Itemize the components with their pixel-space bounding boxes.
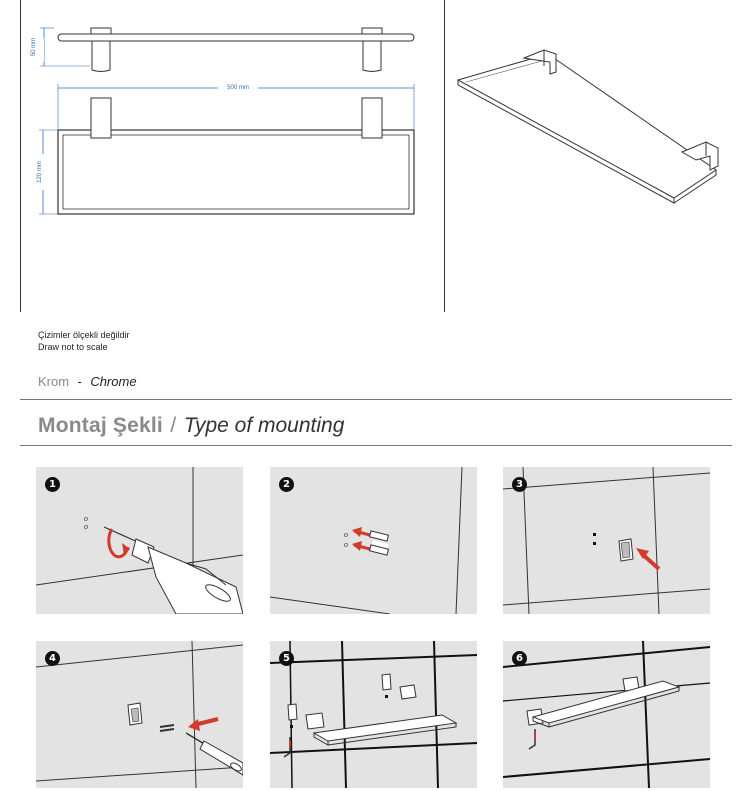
drill-icon: o o: [36, 467, 243, 614]
step-6-badge: 6: [512, 651, 527, 666]
finish-separator: -: [77, 374, 82, 389]
finish-tr: Krom: [38, 374, 70, 389]
step-2-panel: o o 2: [270, 467, 477, 614]
wall-plug-icon: o o: [270, 467, 463, 614]
section-title-tr: Montaj Şekli: [38, 414, 163, 437]
section-title-en: Type of mounting: [183, 414, 345, 437]
shelf-technical-drawing: [35, 27, 415, 215]
step-5-panel: 5: [270, 641, 477, 788]
step-1-badge: 1: [45, 477, 60, 492]
step-3-panel: 3: [503, 467, 710, 614]
mounting-section-title: Montaj Şekli / Type of mounting: [38, 414, 344, 438]
height-dimension-label: 50 mm: [31, 37, 37, 57]
screwdriver-icon: [36, 641, 243, 788]
hex-key-icon: [503, 641, 710, 788]
step-6-panel: 6: [503, 641, 710, 788]
frame-left-line: [20, 0, 21, 312]
divider-bottom: [20, 445, 732, 446]
finish-en: Chrome: [90, 374, 137, 389]
frame-divider-line: [444, 0, 445, 312]
step-2-badge: 2: [279, 477, 294, 492]
divider-top: [20, 399, 732, 400]
finish-row: Krom - Chrome: [38, 373, 137, 391]
shelf-icon: [270, 641, 477, 788]
step-5-badge: 5: [279, 651, 294, 666]
svg-text:o: o: [344, 542, 348, 549]
svg-text:o: o: [84, 516, 88, 523]
step-3-badge: 3: [512, 477, 527, 492]
svg-text:o: o: [84, 524, 88, 531]
step-4-panel: 4: [36, 641, 243, 788]
width-dimension-label: 500 mm: [227, 85, 249, 91]
depth-dimension-label: 120 mm: [37, 161, 43, 183]
svg-text:o: o: [344, 532, 348, 539]
scale-note-en: Draw not to scale: [38, 342, 108, 352]
shelf-perspective-drawing: [456, 49, 719, 204]
section-title-slash: /: [170, 414, 177, 437]
step-4-badge: 4: [45, 651, 60, 666]
scale-note-tr: Çizimler ölçekli değildir: [38, 330, 130, 340]
bracket-icon: [503, 467, 710, 614]
step-1-panel: o o 1: [36, 467, 243, 614]
